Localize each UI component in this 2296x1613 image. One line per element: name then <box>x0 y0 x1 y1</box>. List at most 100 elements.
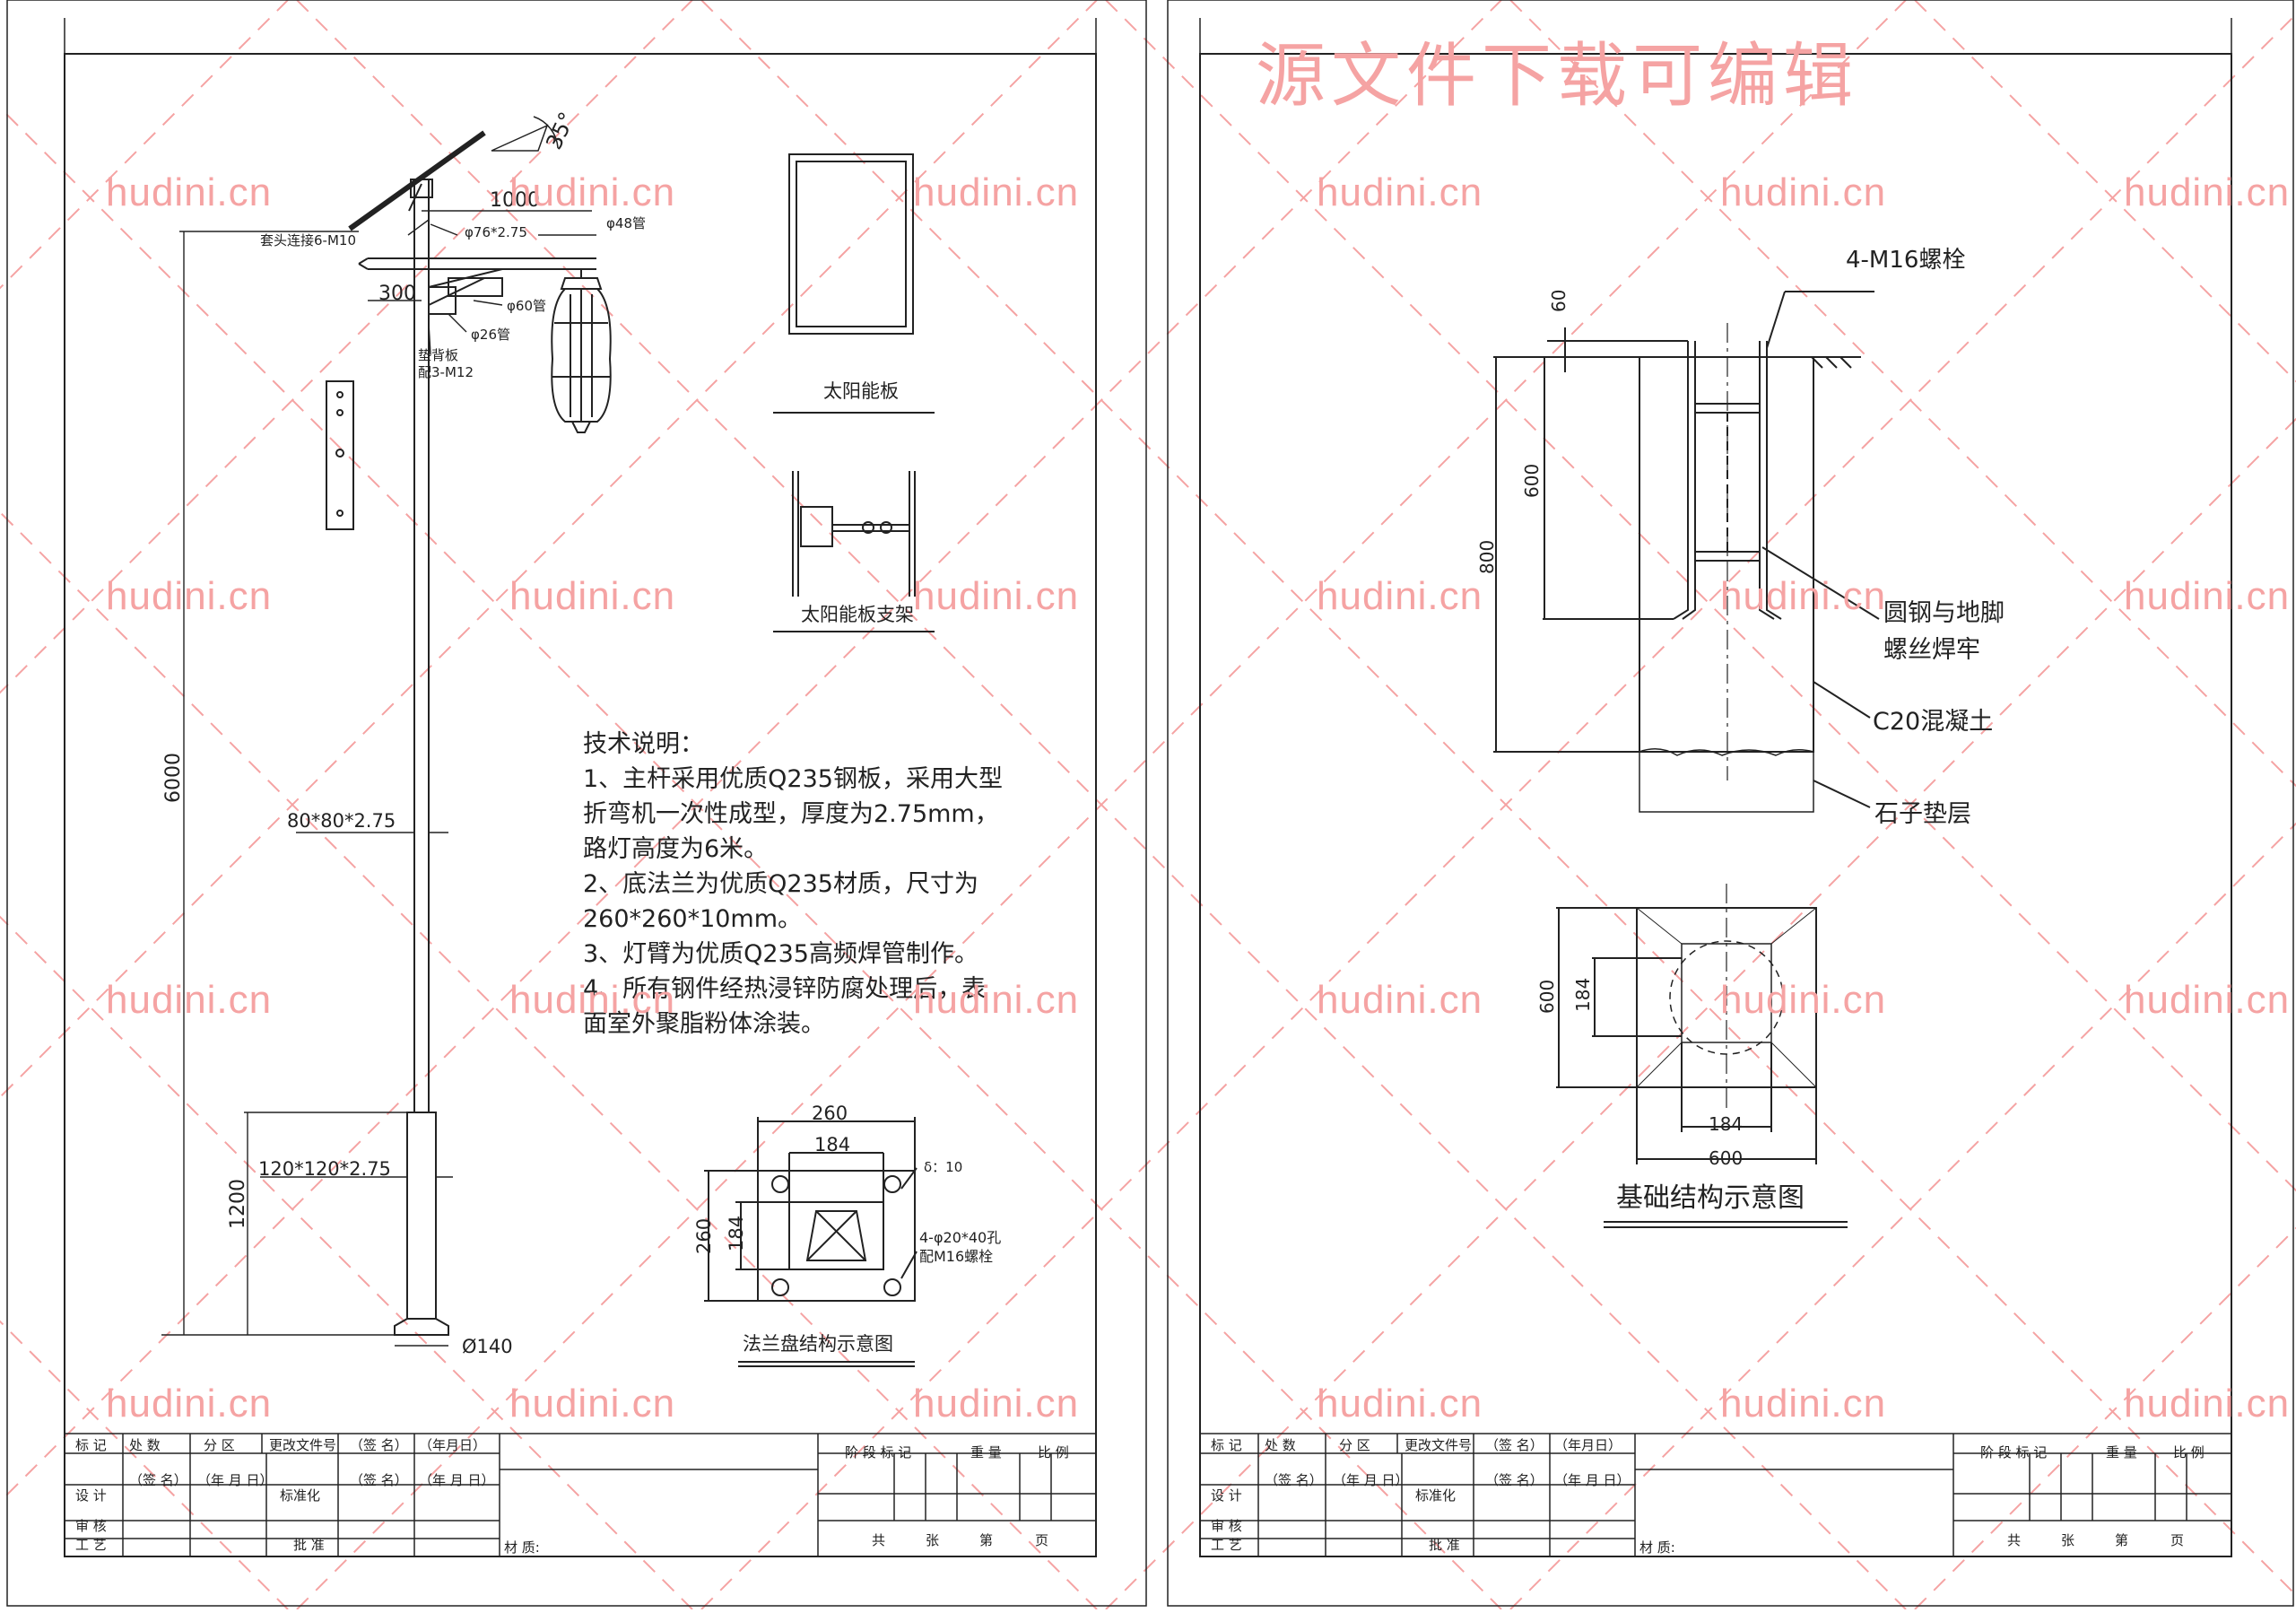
tech-note-line: 折弯机一次性成型，厚度为2.75mm， <box>583 800 999 828</box>
foundation-plan <box>1556 884 1848 1228</box>
tb-label: 标 记 <box>1211 1437 1242 1453</box>
flange-detail <box>704 1117 918 1367</box>
flange-dim-side-inner: 184 <box>726 1216 747 1251</box>
tb-label: 页 <box>1035 1532 1048 1548</box>
dim-60: 60 <box>1548 290 1570 312</box>
tb-label: 材 质: <box>1639 1539 1675 1556</box>
tb-label: 重 量 <box>970 1444 1002 1460</box>
tb-label: 标准化 <box>1415 1487 1456 1504</box>
tb-label: 第 <box>2115 1532 2128 1548</box>
tb-label: 更改文件号 <box>1405 1437 1472 1453</box>
tech-note-line: 1、主杆采用优质Q235钢板，采用大型 <box>583 765 1003 793</box>
tb-label: 处 数 <box>1265 1437 1296 1453</box>
dim-600: 600 <box>1521 464 1543 498</box>
street-lamp-pole <box>326 116 612 1336</box>
watermark-line <box>1914 0 2296 383</box>
tb-label: （签 名） <box>1485 1437 1544 1453</box>
tb-label: 页 <box>2170 1532 2184 1548</box>
tb-label: 共 <box>2007 1532 2021 1548</box>
flange-dim-outer: 260 <box>812 1103 848 1124</box>
tb-label: 工 艺 <box>75 1537 107 1553</box>
tb-label: 材 质: <box>504 1539 540 1556</box>
foundation-section <box>1493 291 1880 813</box>
pole-dimensions <box>161 210 596 1347</box>
tb-label: （签 名） <box>350 1472 408 1488</box>
concrete-label: C20混凝土 <box>1873 708 1993 736</box>
foundation-caption: 基础结构示意图 <box>1616 1182 1805 1214</box>
dim-arm-length: 1000 <box>490 189 540 212</box>
label-pipe26: φ26管 <box>471 327 510 343</box>
flange-thickness: δ：10 <box>924 1159 962 1175</box>
dim-pole-height: 6000 <box>162 753 185 803</box>
solar-panel-detail <box>773 153 935 414</box>
title-block-text: 标 记 处 数 分 区 更改文件号 （签 名） （年月日） 设 计 （签 名） （年 月 日） 标… <box>75 1437 2205 1556</box>
tb-label: 审 核 <box>1211 1518 1242 1534</box>
tech-note-line: 2、底法兰为优质Q235材质，尺寸为 <box>583 870 978 898</box>
tb-label: 重 量 <box>2106 1444 2137 1460</box>
tb-label: 比 例 <box>1038 1444 1069 1460</box>
tech-note-line: 3、灯臂为优质Q235高频焊管制作。 <box>583 940 978 968</box>
tb-label: 设 计 <box>75 1487 107 1504</box>
tb-label: （签 名） <box>1485 1472 1544 1488</box>
dim-lower-pole: 120*120*2.75 <box>258 1158 391 1180</box>
tb-label: 标 记 <box>75 1437 107 1453</box>
bolt-label: 4-M16螺栓 <box>1846 247 1965 274</box>
gravel-label: 石子垫层 <box>1874 800 1971 828</box>
title-block-left <box>65 1433 1096 1556</box>
bracket-caption: 太阳能板支架 <box>801 604 914 625</box>
watermark-line <box>0 0 289 290</box>
label-plate-2: 配3-M12 <box>418 364 474 380</box>
tech-notes-title: 技术说明： <box>583 730 704 758</box>
watermark-line <box>296 0 1907 1610</box>
tb-label: 张 <box>926 1532 939 1548</box>
tb-label: （签 名） <box>1265 1472 1323 1488</box>
tb-label: 第 <box>979 1532 993 1548</box>
plan-dim-inner: 184 <box>1572 978 1594 1012</box>
tech-note-line: 4、所有钢件经热浸锌防腐处理后，表 <box>583 975 987 1003</box>
tb-label: 更改文件号 <box>269 1437 336 1453</box>
watermark-line <box>0 1320 289 1610</box>
tech-notes: 技术说明： 1、主杆采用优质Q235钢板，采用大型 折弯机一次性成型，厚度为2.… <box>583 727 1067 1042</box>
solar-bracket-detail <box>773 471 935 632</box>
tb-label: 分 区 <box>204 1437 235 1453</box>
label-pipe48: φ48管 <box>606 215 646 231</box>
plan-dim-bottom: 600 <box>1709 1147 1743 1169</box>
watermark-line <box>1509 0 2296 788</box>
watermark-line <box>1105 0 2296 1192</box>
dim-arm-short: 300 <box>378 283 416 305</box>
watermark-line <box>700 13 2296 1610</box>
flange-dim-side-outer: 260 <box>693 1218 715 1254</box>
tb-label: 批 准 <box>293 1537 325 1553</box>
tb-label: 阶 段 标 记 <box>845 1444 911 1460</box>
tb-label: 设 计 <box>1211 1487 1242 1504</box>
tech-note-line: 路灯高度为6米。 <box>583 835 769 863</box>
plan-dim-side: 600 <box>1536 980 1558 1014</box>
tb-label: 分 区 <box>1339 1437 1370 1453</box>
title-block-right <box>1200 1433 2231 1556</box>
tb-label: 工 艺 <box>1211 1537 1242 1553</box>
watermark-line <box>0 915 693 1610</box>
tb-label: 张 <box>2061 1532 2074 1548</box>
tb-label: （签 名） <box>350 1437 408 1453</box>
banner-watermark: 源文件下载可编辑 <box>1256 36 1859 117</box>
tech-note-line: 面室外聚脂粉体涂装。 <box>583 1010 825 1038</box>
watermark-line <box>1914 1226 2296 1610</box>
tb-label: （年月日） <box>1554 1437 1622 1453</box>
tb-label: 批 准 <box>1429 1537 1460 1553</box>
watermark-line <box>1105 417 2296 1610</box>
flange-caption: 法兰盘结构示意图 <box>743 1333 893 1355</box>
tb-label: 比 例 <box>2173 1444 2205 1460</box>
dim-upper-pole: 80*80*2.75 <box>287 810 396 832</box>
label-pipe76: φ76*2.75 <box>465 224 527 240</box>
plan-dim-bottom-inner: 184 <box>1709 1113 1743 1135</box>
tb-label: （签 名） <box>129 1472 187 1488</box>
tech-note-line: 260*260*10mm。 <box>583 905 803 933</box>
dim-base-height: 1200 <box>227 1179 249 1229</box>
tb-label: 阶 段 标 记 <box>1980 1444 2047 1460</box>
weld-label-1: 圆钢与地脚 <box>1883 599 2005 627</box>
tb-label: （年 月 日） <box>419 1472 495 1488</box>
label-pipe60: φ60管 <box>507 298 546 314</box>
tb-label: （年 月 日） <box>197 1472 274 1488</box>
